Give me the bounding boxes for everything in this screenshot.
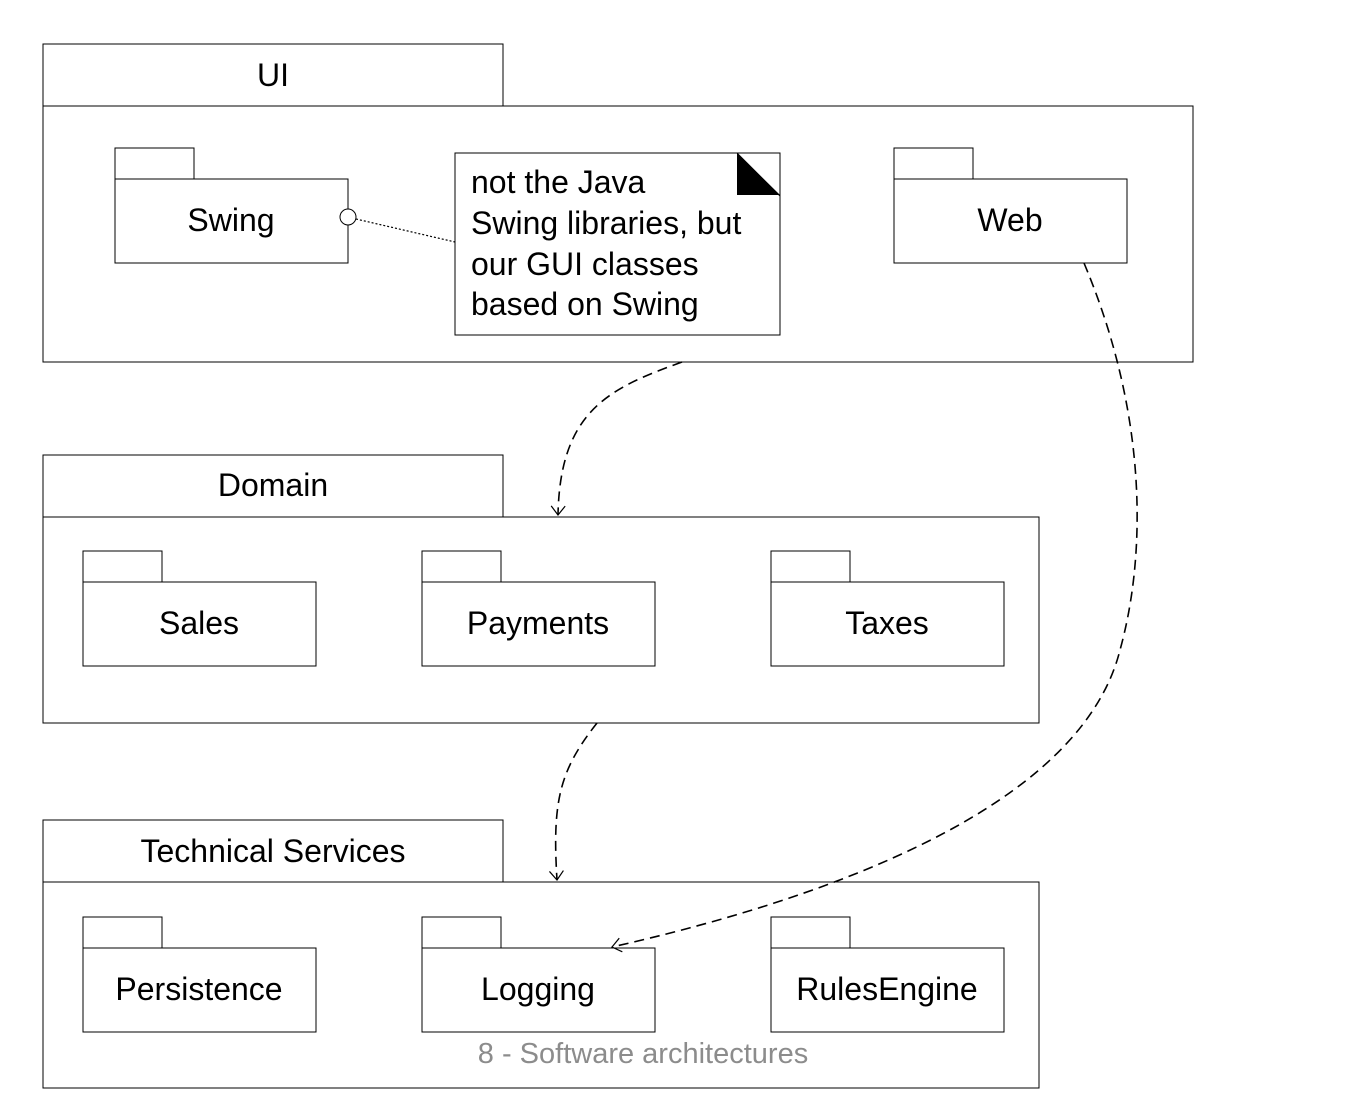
note-corner-fill: [737, 153, 780, 195]
layer-technical-services-title: Technical Services: [141, 833, 406, 869]
package-taxes-tab: [770, 550, 851, 583]
package-web-label: Web: [977, 202, 1042, 238]
package-taxes-body: [770, 581, 1005, 667]
dependency-ui-to-domain: [550, 361, 683, 516]
layer-ui-tab: [42, 43, 504, 107]
dependency-web-to-logging: [611, 262, 1138, 953]
package-sales-label: Sales: [159, 605, 239, 641]
note-line-1: not the Java: [471, 164, 646, 200]
package-rules-engine: RulesEngine: [770, 916, 1005, 1033]
layer-domain-title: Domain: [218, 467, 328, 503]
package-taxes: Taxes: [770, 550, 1005, 667]
package-payments-tab: [421, 550, 502, 583]
layer-domain-tab: [42, 454, 504, 518]
package-web: Web: [893, 147, 1128, 264]
package-logging: Logging: [421, 916, 656, 1033]
package-rules-engine-label: RulesEngine: [796, 971, 977, 1007]
note-line-2: Swing libraries, but: [471, 205, 741, 241]
layer-technical-services-tab: [42, 819, 504, 883]
package-web-body: [893, 178, 1128, 264]
package-sales: Sales: [82, 550, 317, 667]
note-line-3: our GUI classes: [471, 246, 699, 282]
package-logging-tab: [421, 916, 502, 949]
package-payments-body: [421, 581, 656, 667]
note: not the Java Swing libraries, but our GU…: [454, 152, 781, 336]
note-box: [454, 152, 781, 336]
package-swing-body: [114, 178, 349, 264]
dependency-domain-to-technical-services: [549, 722, 598, 881]
layer-domain: Domain Sales Payments Taxes: [42, 454, 1040, 724]
package-persistence-body: [82, 947, 317, 1033]
package-payments-label: Payments: [467, 605, 609, 641]
package-persistence-tab: [82, 916, 163, 949]
package-taxes-label: Taxes: [845, 605, 929, 641]
package-sales-tab: [82, 550, 163, 583]
package-swing-label: Swing: [187, 202, 274, 238]
package-rules-engine-body: [770, 947, 1005, 1033]
note-connector-line: [355, 218, 456, 243]
footer-caption: 8 - Software architectures: [478, 1038, 808, 1070]
layer-ui: UI Swing not the Java Swing libraries, b…: [42, 43, 1194, 363]
note-line-4: based on Swing: [471, 286, 699, 322]
note-anchor-circle: [339, 208, 357, 226]
package-swing: Swing: [114, 147, 349, 264]
package-sales-body: [82, 581, 317, 667]
package-logging-label: Logging: [481, 971, 595, 1007]
package-payments: Payments: [421, 550, 656, 667]
package-logging-body: [421, 947, 656, 1033]
package-swing-tab: [114, 147, 195, 180]
package-rules-engine-tab: [770, 916, 851, 949]
package-persistence: Persistence: [82, 916, 317, 1033]
package-persistence-label: Persistence: [115, 971, 282, 1007]
package-web-tab: [893, 147, 974, 180]
layer-ui-title: UI: [257, 57, 289, 93]
layer-technical-services: Technical Services Persistence Logging R…: [42, 819, 1040, 1089]
